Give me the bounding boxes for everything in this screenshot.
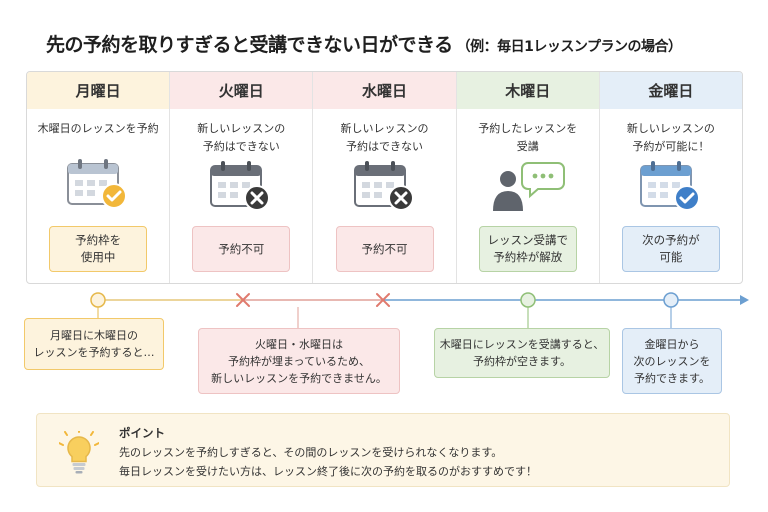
day-badge-wednesday: 予約不可 [335,226,434,272]
point-title: ポイント [119,426,165,440]
badge-text: 予約不可 [218,241,265,256]
day-header-thursday: 木曜日 [456,72,599,109]
day-desc-text: 新しいレッスンの 予約はできない [340,122,429,153]
note-friday: 金曜日から 次のレッスンを 予約できます。 [622,328,722,394]
note-thursday: 木曜日にレッスンを受講すると、 予約枠が空きます。 [434,328,610,378]
person-chat-icon [490,159,566,217]
point-box: ポイント 先のレッスンを予約しすぎると、その間のレッスンを受けられなくなります。… [36,413,730,487]
day-badge-thursday: レッスン受講で 予約枠が解放 [478,226,577,272]
weekday-columns: 月曜日 木曜日のレッスンを予約 予約枠を 使用中 火曜日 新しいレッスンの 予約… [26,71,743,284]
day-badge-friday: 次の予約が 可能 [621,226,720,272]
day-header-friday: 金曜日 [599,72,742,109]
timeline-x-wednesday [376,293,390,307]
badge-text: 次の予約が 可能 [642,233,700,264]
timeline-arrow-head [740,295,749,305]
lightbulb-icon [58,430,100,479]
calendar-x-icon [353,160,417,216]
timeline-dot-thursday [520,292,536,308]
day-desc-text: 新しいレッスンの 予約が可能に！ [626,122,715,153]
day-description-friday: 新しいレッスンの 予約が可能に！ [600,120,742,156]
note-text: 金曜日から 次のレッスンを 予約できます。 [633,337,711,385]
diagram-title: 先の予約を取りすぎると受講できない日ができる（例：毎日1レッスンプランの場合） [46,30,746,57]
calendar-check-icon [66,158,130,214]
title-main: 先の予約を取りすぎると受講できない日ができる [46,34,453,56]
badge-text: 予約不可 [361,241,408,256]
day-header-tuesday: 火曜日 [170,72,313,109]
day-header-wednesday: 水曜日 [313,72,456,109]
point-line-2: 毎日レッスンを受けたい方は、レッスン終了後に次の予約を取るのがおすすめです！ [119,465,537,478]
badge-text: 予約枠を 使用中 [75,233,122,264]
calendar-check-blue-icon [639,160,703,216]
timeline-x-tuesday [236,293,250,307]
day-column-wednesday: 水曜日 新しいレッスンの 予約はできない 予約不可 [313,72,457,283]
day-description-wednesday: 新しいレッスンの 予約はできない [313,120,455,156]
day-description-tuesday: 新しいレッスンの 予約はできない [170,120,312,156]
note-text: 月曜日に木曜日の レッスンを予約すると… [33,329,155,359]
day-column-monday: 月曜日 木曜日のレッスンを予約 予約枠を 使用中 [27,72,171,283]
day-desc-text: 新しいレッスンの 予約はできない [197,122,286,153]
timeline-dot-friday [663,292,679,308]
day-description-monday: 木曜日のレッスンを予約 [27,120,169,138]
calendar-x-icon [209,160,273,216]
day-column-thursday: 木曜日 予約したレッスンを 受講 レッスン受講で 予約枠が解放 [456,72,600,283]
day-desc-text: 木曜日のレッスンを予約 [37,122,159,135]
badge-text: レッスン受講で 予約枠が解放 [487,233,568,264]
day-badge-monday: 予約枠を 使用中 [49,226,148,272]
day-description-thursday: 予約したレッスンを 受講 [457,120,599,156]
point-line-1: 先のレッスンを予約しすぎると、その間のレッスンを受けられなくなります。 [119,446,503,459]
day-column-tuesday: 火曜日 新しいレッスンの 予約はできない 予約不可 [170,72,314,283]
timeline-dot-monday [90,292,106,308]
note-monday: 月曜日に木曜日の レッスンを予約すると… [24,318,164,370]
note-tuesday-wednesday: 火曜日・水曜日は 予約枠が埋まっているため、 新しいレッスンを予約できません。 [198,328,400,394]
note-text: 火曜日・水曜日は 予約枠が埋まっているため、 新しいレッスンを予約できません。 [211,337,387,385]
day-header-monday: 月曜日 [27,72,170,109]
note-text: 木曜日にレッスンを受講すると、 予約枠が空きます。 [439,338,605,368]
day-badge-tuesday: 予約不可 [192,226,291,272]
day-desc-text: 予約したレッスンを 受講 [478,122,578,153]
day-column-friday: 金曜日 新しいレッスンの 予約が可能に！ 次の予約が 可能 [599,72,742,283]
title-sub: （例：毎日1レッスンプランの場合） [456,39,682,55]
